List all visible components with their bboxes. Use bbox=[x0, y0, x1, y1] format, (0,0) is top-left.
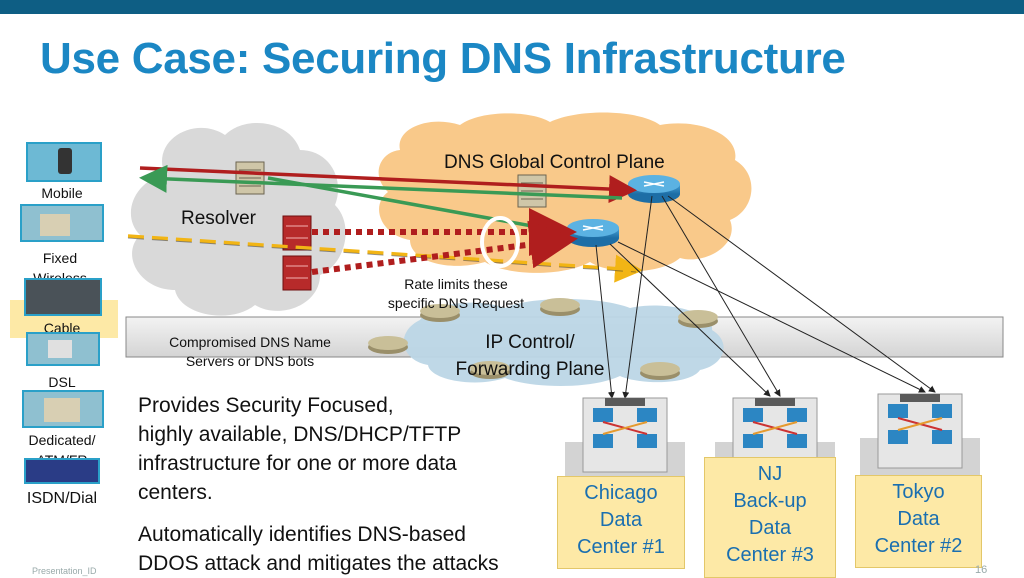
dc-label-tokyo: Tokyo Data Center #2 bbox=[855, 475, 982, 568]
dc-rack-chicago bbox=[565, 397, 685, 482]
global-router-bottom bbox=[567, 219, 619, 247]
body-paragraph-2: Automatically identifies DNS-based DDOS … bbox=[138, 523, 499, 575]
body-paragraph-1: Provides Security Focused, highly availa… bbox=[138, 394, 462, 504]
compromised-servers bbox=[282, 215, 312, 291]
dc-label-nj: NJ Back-up Data Center #3 bbox=[704, 457, 836, 578]
footer-page-number: 16 bbox=[975, 564, 988, 576]
building-icon bbox=[22, 390, 104, 428]
isdn-icon bbox=[24, 458, 100, 484]
yellow-attack-shadow bbox=[127, 237, 637, 273]
resolver-server bbox=[235, 161, 265, 195]
red-query-arrow bbox=[139, 166, 637, 204]
ip-plane-label: IP Control/ Forwarding Plane bbox=[455, 332, 605, 380]
global-server bbox=[517, 174, 547, 208]
wireless-building-icon bbox=[20, 204, 104, 242]
ip-router-2 bbox=[420, 304, 460, 322]
ip-router-1 bbox=[368, 336, 408, 354]
ip-router-4 bbox=[678, 310, 718, 328]
global-plane-cloud bbox=[378, 112, 752, 273]
mobile-phone-icon bbox=[26, 142, 102, 182]
ip-router-3 bbox=[540, 298, 580, 316]
slide-title: Use Case: Securing DNS Infrastructure bbox=[40, 34, 846, 83]
green-response-arrow-1 bbox=[139, 164, 623, 200]
compromised-label: Compromised DNS Name Servers or DNS bots bbox=[169, 334, 331, 369]
global-router-top bbox=[628, 175, 680, 203]
resolver-label: Resolver bbox=[181, 208, 256, 229]
footer-presentation-id: Presentation_ID bbox=[32, 566, 97, 576]
ip-router-5 bbox=[470, 361, 510, 379]
rate-limit-circle bbox=[480, 216, 520, 268]
access-label-isdn: ISDN/Dial bbox=[26, 490, 98, 507]
cable-icon bbox=[24, 278, 102, 316]
dsl-icon bbox=[26, 332, 100, 366]
top-bar bbox=[0, 0, 1024, 14]
yellow-attack-arrow bbox=[127, 234, 643, 283]
ip-router-6 bbox=[640, 362, 680, 380]
access-label-dsl: DSL bbox=[48, 374, 76, 390]
dc-links bbox=[595, 195, 936, 399]
access-label-mobile: Mobile bbox=[41, 185, 83, 201]
rate-limit-label: Rate limits these specific DNS Request bbox=[387, 276, 525, 311]
global-plane-label: DNS Global Control Plane bbox=[444, 152, 665, 173]
dc-rack-tokyo bbox=[860, 393, 980, 478]
red-dotted-attack-2 bbox=[311, 220, 578, 275]
green-response-arrow-2 bbox=[267, 176, 566, 234]
dc-label-chicago: Chicago Data Center #1 bbox=[557, 476, 685, 569]
